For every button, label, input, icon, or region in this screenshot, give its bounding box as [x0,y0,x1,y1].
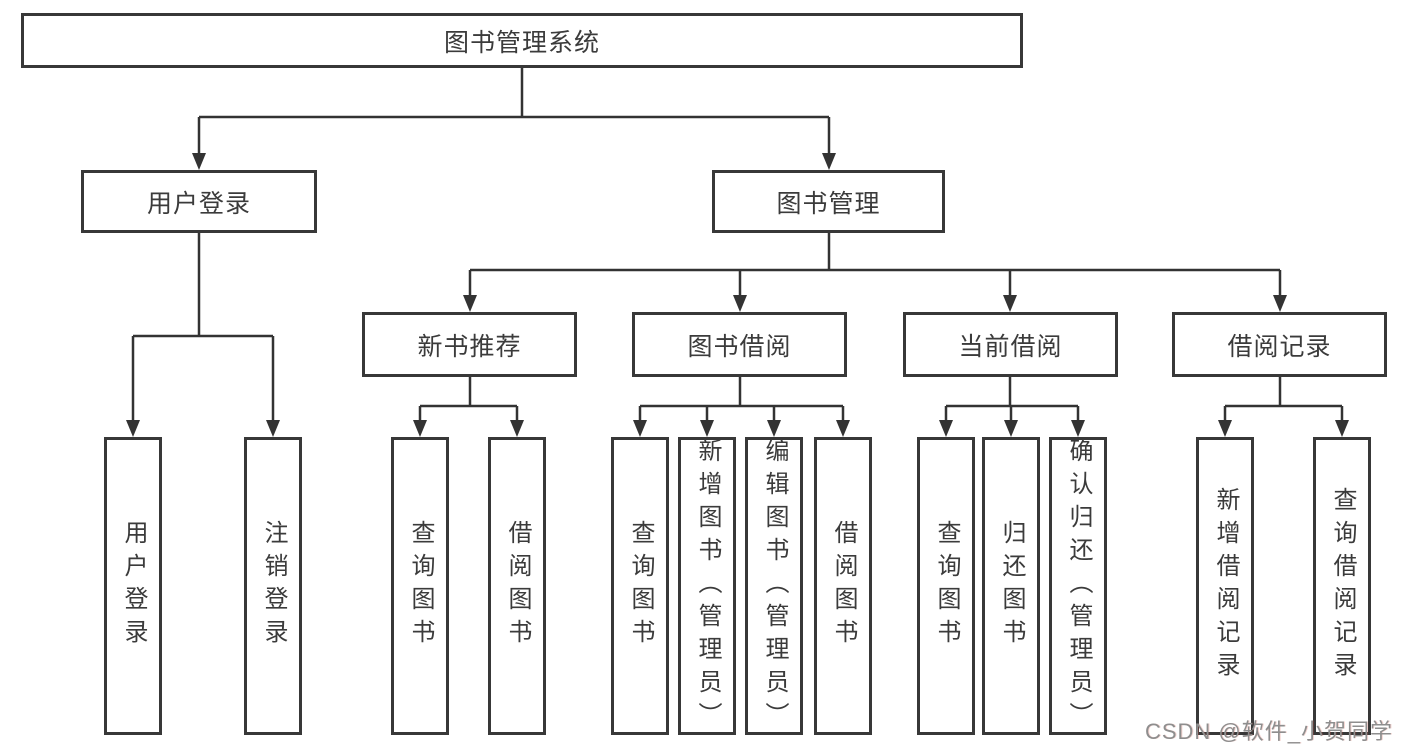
leaf-recommend-borrow-books-label: 借阅图书 [504,520,531,652]
leaf-borrow-edit-books-admin-label: 编辑图书（管理员） [761,437,788,735]
node-book-management-label: 图书管理 [776,189,881,218]
node-user-login: 用户登录 [81,170,317,233]
csdn-watermark: CSDN @软件_小贺同学 [1144,719,1393,744]
leaf-records-add-record-label: 新增借阅记录 [1212,487,1239,685]
leaf-borrow-add-books-admin-label: 新增图书（管理员） [694,437,721,735]
leaf-borrow-borrow-books: 借阅图书 [814,437,872,735]
node-new-book-recommend-label: 新书推荐 [417,332,522,361]
node-borrow-records: 借阅记录 [1172,312,1387,377]
node-book-borrow: 图书借阅 [632,312,847,377]
leaf-borrow-edit-books-admin: 编辑图书（管理员） [745,437,803,735]
leaf-recommend-borrow-books: 借阅图书 [488,437,546,735]
leaf-borrow-borrow-books-label: 借阅图书 [830,520,857,652]
node-book-management: 图书管理 [712,170,945,233]
leaf-current-return-books: 归还图书 [982,437,1040,735]
leaf-borrow-add-books-admin: 新增图书（管理员） [678,437,736,735]
node-root-label: 图书管理系统 [443,28,600,57]
node-current-borrow-label: 当前借阅 [958,332,1063,361]
node-user-login-label: 用户登录 [146,189,251,218]
leaf-user-login-label: 用户登录 [120,520,147,652]
node-root-system: 图书管理系统 [21,13,1023,68]
leaf-current-confirm-return-admin: 确认归还（管理员） [1049,437,1107,735]
leaf-logout: 注销登录 [244,437,302,735]
node-book-borrow-label: 图书借阅 [687,332,792,361]
leaf-borrow-query-books: 查询图书 [611,437,669,735]
leaf-records-query-record: 查询借阅记录 [1313,437,1371,735]
leaf-current-query-books-label: 查询图书 [933,520,960,652]
leaf-current-return-books-label: 归还图书 [998,520,1025,652]
node-new-book-recommend: 新书推荐 [362,312,577,377]
leaf-current-confirm-return-admin-label: 确认归还（管理员） [1065,437,1092,735]
node-borrow-records-label: 借阅记录 [1227,332,1332,361]
leaf-borrow-query-books-label: 查询图书 [627,520,654,652]
leaf-records-query-record-label: 查询借阅记录 [1329,487,1356,685]
leaf-recommend-query-books: 查询图书 [391,437,449,735]
leaf-recommend-query-books-label: 查询图书 [407,520,434,652]
leaf-records-add-record: 新增借阅记录 [1196,437,1254,735]
leaf-logout-label: 注销登录 [260,520,287,652]
leaf-current-query-books: 查询图书 [917,437,975,735]
leaf-user-login: 用户登录 [104,437,162,735]
arrowheads [126,153,1349,437]
node-current-borrow: 当前借阅 [903,312,1118,377]
